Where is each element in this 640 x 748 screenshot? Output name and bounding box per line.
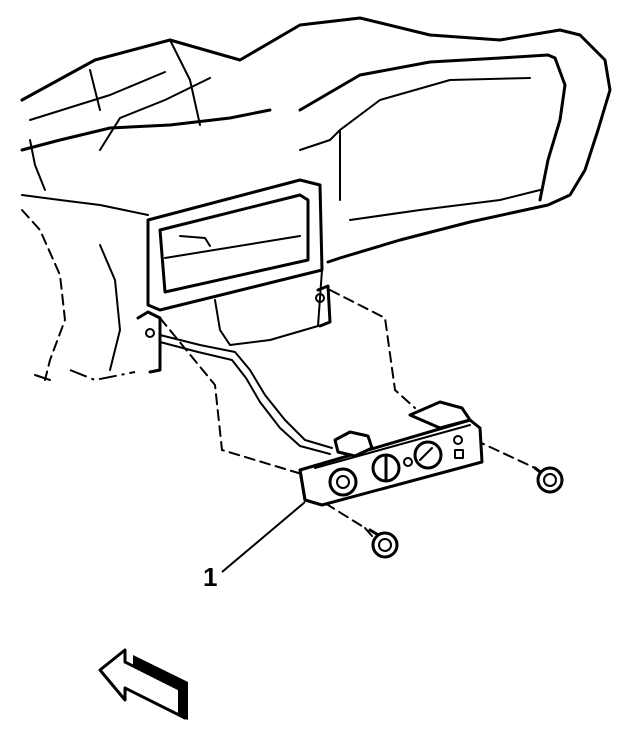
radio-opening — [136, 178, 332, 374]
screw-left — [364, 527, 399, 559]
control-head — [298, 400, 484, 507]
front-arrow-icon — [98, 648, 188, 720]
screw-right — [533, 466, 564, 494]
instrument-panel — [20, 16, 612, 382]
wiring-harness — [159, 334, 333, 455]
callout-leader-1 — [221, 501, 306, 573]
callout-label-1: 1 — [203, 562, 218, 592]
